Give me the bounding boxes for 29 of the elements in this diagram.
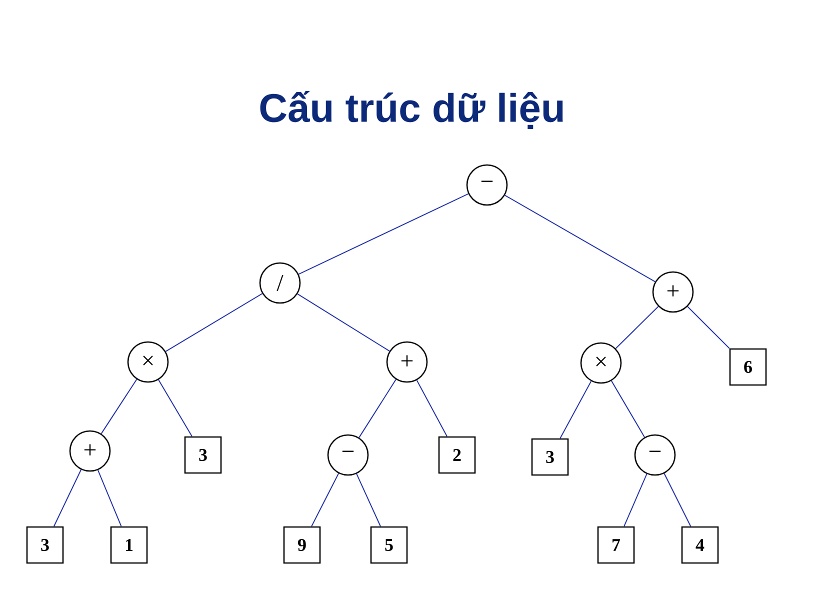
operand-box: 1	[110, 526, 148, 564]
tree-edge	[624, 473, 648, 527]
operand-box: 3	[26, 526, 64, 564]
tree-edge	[356, 473, 381, 527]
tree-edge	[311, 472, 340, 527]
tree-edge	[165, 293, 263, 352]
tree-edge	[158, 379, 192, 437]
operand-box: 6	[729, 348, 767, 386]
operand-box: 7	[597, 526, 635, 564]
tree-edge	[100, 378, 138, 434]
tree-edge	[560, 380, 592, 439]
tree-edge	[297, 293, 390, 352]
operand-box: 4	[681, 526, 719, 564]
tree-edge	[687, 306, 730, 349]
tree-edge	[615, 306, 659, 349]
tree-edge	[358, 378, 396, 438]
operand-box: 3	[184, 436, 222, 474]
tree-edge	[416, 380, 448, 437]
operand-box: 9	[283, 526, 321, 564]
tree-edge	[610, 380, 646, 438]
tree-edge	[53, 469, 82, 527]
title: Cấu trúc dữ liệu	[260, 91, 563, 129]
tree-edge	[504, 194, 656, 282]
tree-edge	[97, 470, 122, 527]
operand-box: 5	[370, 526, 408, 564]
tree-edge	[664, 472, 692, 527]
operand-box: 3	[531, 438, 569, 476]
operand-box: 2	[438, 436, 476, 474]
tree-edge	[298, 193, 469, 275]
